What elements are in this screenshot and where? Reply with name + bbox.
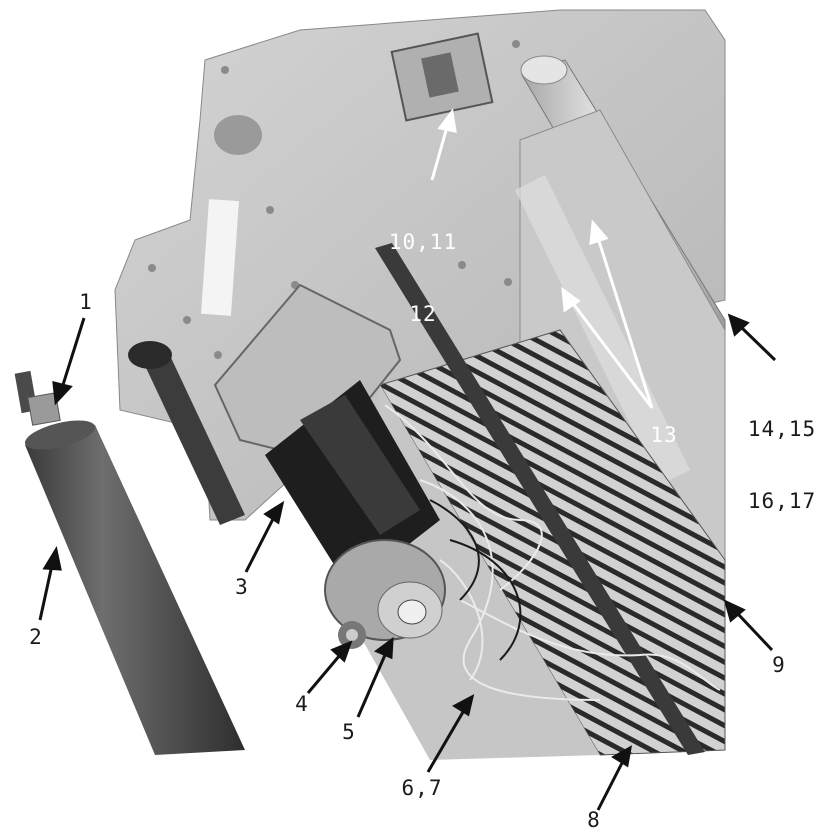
callout-16-17: 16,17 <box>747 489 817 513</box>
callout-8: 8 <box>587 808 601 832</box>
callout-14-15: 14,15 <box>747 417 817 441</box>
roller <box>25 425 245 755</box>
shaft-collar <box>27 392 61 426</box>
callout-9: 9 <box>772 653 786 677</box>
wiring <box>384 404 721 701</box>
callout-6-7: 6,7 <box>401 776 443 800</box>
panel-shaft <box>140 345 245 525</box>
callout-5: 5 <box>342 720 356 744</box>
diagonal-rod <box>375 243 705 755</box>
small-gear <box>338 621 366 649</box>
callout-10-11-12: 10,11 12 <box>378 182 468 374</box>
callout-10-11: 10,11 <box>388 230 458 254</box>
callout-3: 3 <box>235 575 249 599</box>
callout-12: 12 <box>409 302 437 326</box>
callout-1: 1 <box>79 290 93 314</box>
callout-14-17: 14,15 16,17 <box>740 369 824 561</box>
callout-2: 2 <box>29 625 43 649</box>
callout-13: 13 <box>650 423 678 447</box>
callout-4: 4 <box>295 692 309 716</box>
